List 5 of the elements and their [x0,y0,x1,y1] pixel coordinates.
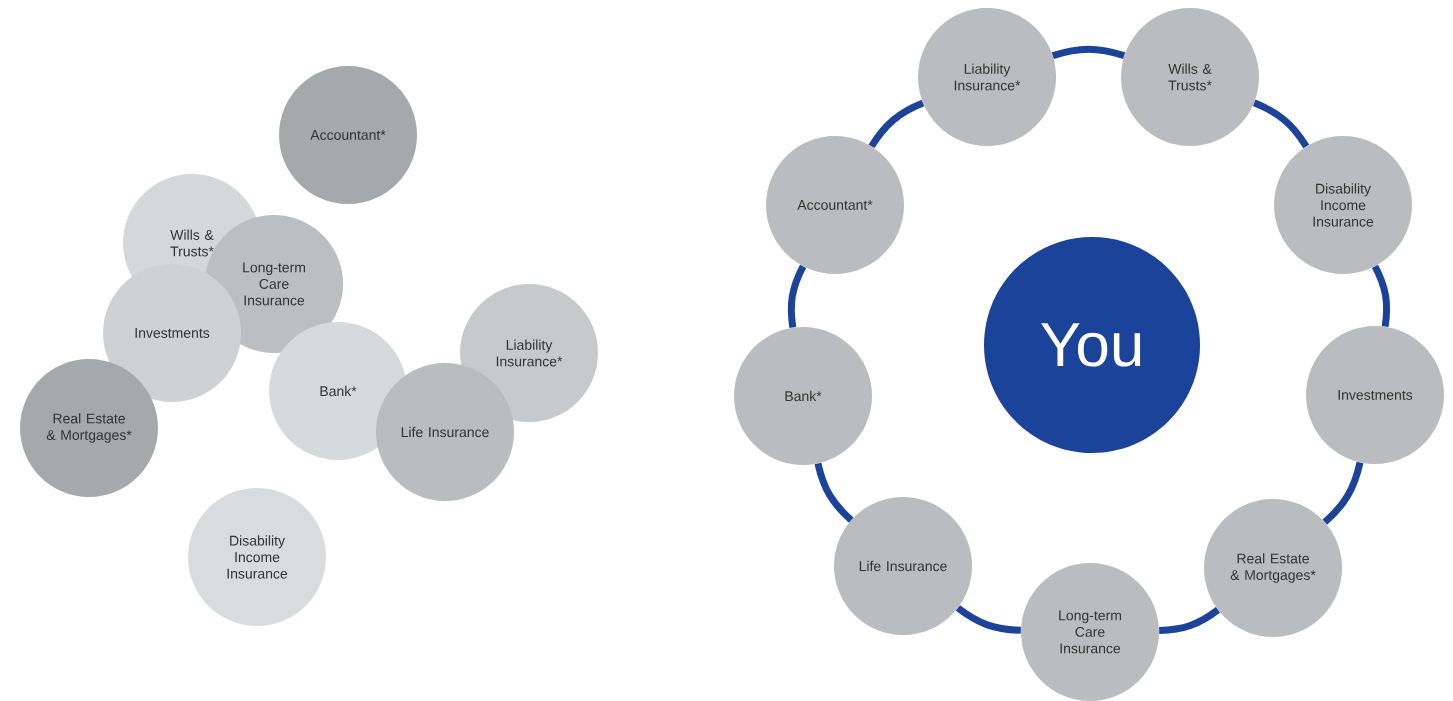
ring-arc [1252,99,1310,149]
ring-arc [1322,461,1364,525]
ring-arc [814,462,854,523]
ring-arc [868,99,925,149]
ring-arc [1051,45,1126,59]
